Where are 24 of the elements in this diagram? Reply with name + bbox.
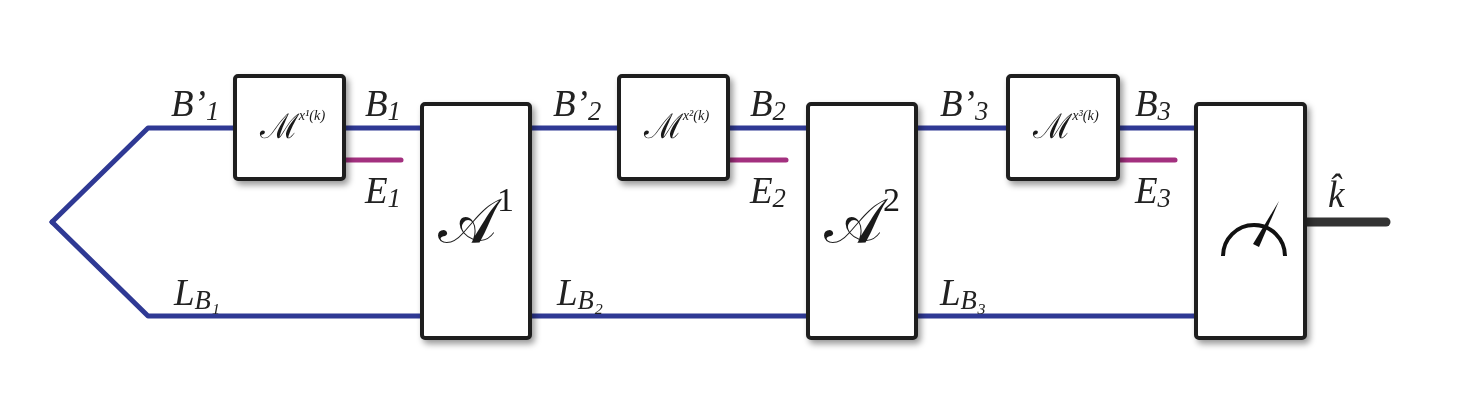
- wire-label: E$_{2}$: [750, 169, 786, 214]
- math-label: 𝒜$^{2}$: [823, 183, 900, 257]
- operator-box: [233, 74, 346, 181]
- wire-label: B’$_{2}$: [553, 82, 602, 127]
- measurement-box: [1194, 102, 1307, 340]
- operator-box: [617, 74, 730, 181]
- process-box: [420, 102, 532, 340]
- wire-label: E$_{3}$: [1135, 169, 1171, 214]
- math-label: ℳ$^{x¹(k)}$: [258, 105, 326, 148]
- wire-label: B’$_{1}$: [171, 82, 220, 127]
- wire-label: B$_{3}$: [1135, 82, 1171, 127]
- wire-label: k̂: [1328, 173, 1345, 217]
- wire-label: L$_{B₂}$: [557, 271, 604, 316]
- wire-label: B$_{2}$: [750, 82, 786, 127]
- wire-label: B$_{1}$: [365, 82, 401, 127]
- math-label: 𝒜$^{1}$: [437, 183, 514, 257]
- math-label: ℳ$^{x²(k)}$: [642, 105, 710, 148]
- wire-label: E$_{1}$: [365, 169, 401, 214]
- process-box: [806, 102, 918, 340]
- operator-box: [1006, 74, 1120, 181]
- wire-label: B’$_{3}$: [940, 82, 989, 127]
- math-label: ℳ$^{x³(k)}$: [1032, 105, 1099, 148]
- wire-label: L$_{B₃}$: [940, 271, 987, 316]
- wire-label: L$_{B₁}$: [174, 271, 221, 316]
